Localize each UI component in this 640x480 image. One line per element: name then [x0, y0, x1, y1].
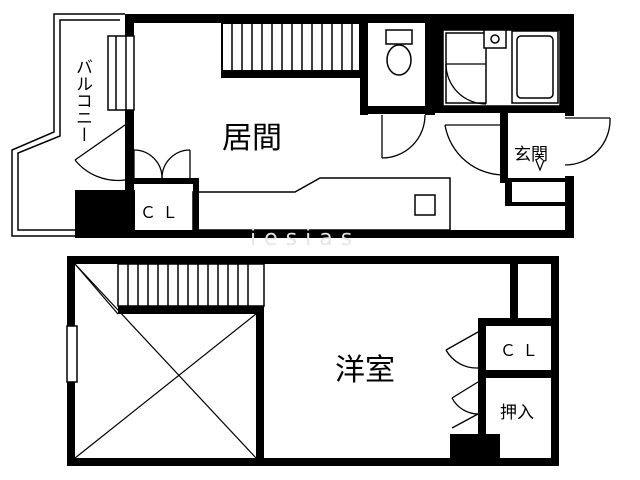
stairwell — [74, 263, 264, 459]
toilet-icon — [385, 29, 413, 76]
kitchen-counter — [192, 177, 451, 231]
toilet-door — [381, 114, 426, 159]
lower-stairs — [117, 263, 265, 307]
watermark: iesias — [250, 226, 360, 251]
balcony-label: バルコニー — [72, 58, 92, 143]
bathtub-icon — [511, 30, 559, 104]
balcony-door — [74, 124, 126, 182]
closet-doors — [133, 149, 191, 179]
living-room-label: 居間 — [222, 121, 282, 156]
upper-closet — [125, 149, 199, 233]
storage-label: 押入 — [500, 403, 534, 423]
outer-walls — [75, 14, 574, 238]
washbasin-icon — [483, 29, 507, 49]
entrance-label: 玄関 — [514, 145, 548, 165]
entrance — [444, 113, 611, 206]
lower-floor: 洋室 ＣＬ 押入 — [66, 256, 559, 466]
lower-closet-doors — [445, 331, 479, 429]
balcony — [11, 13, 125, 237]
toilet-room — [360, 23, 435, 159]
lower-closets — [478, 264, 559, 434]
entrance-door — [444, 117, 611, 176]
lower-window — [66, 325, 78, 383]
upper-floor: 居間 バルコニー ＣＬ 玄関 — [11, 13, 611, 238]
bathroom — [435, 23, 565, 113]
upper-closet-label: ＣＬ — [140, 203, 184, 222]
balcony-window — [107, 35, 135, 111]
bathroom-door — [445, 63, 487, 105]
lower-closet-label: ＣＬ — [500, 341, 544, 360]
upper-stairs — [221, 22, 361, 78]
western-room-label: 洋室 — [335, 353, 395, 388]
